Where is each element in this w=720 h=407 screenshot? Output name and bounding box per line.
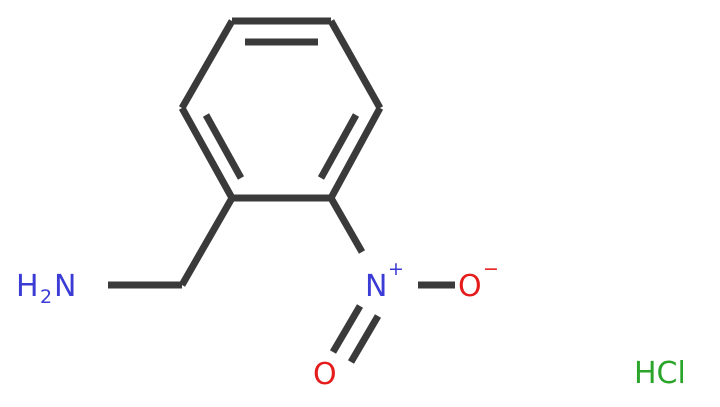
ring-inner-bond-right [317, 113, 360, 180]
amine-n-label: N [54, 269, 76, 304]
ring-bond-bottom-left [178, 106, 236, 200]
bond-ring-to-ch2 [178, 196, 236, 287]
amine-h-label: H [16, 269, 39, 304]
nitro-n-charge: + [388, 258, 404, 280]
nitro-n-label: N [365, 269, 387, 304]
ring-bond-top-right [327, 19, 384, 110]
o-double-label: O [313, 357, 337, 392]
bond-nitro-to-o-double-a [329, 304, 364, 354]
amine-label: H 2 N [16, 269, 76, 308]
ring-bond-bottom-right [327, 106, 384, 200]
nitro-oxygen-single-label: O − [458, 258, 499, 304]
ring-bond-top-left [178, 19, 236, 110]
hcl-label: HCl [634, 356, 686, 391]
o-single-charge: − [483, 258, 499, 280]
ring-inner-bond-left [202, 113, 245, 180]
benzene-ring [178, 17, 384, 202]
bond-nitro-to-o-double-b [347, 314, 382, 364]
amine-h-count: 2 [40, 286, 52, 308]
nitro-nitrogen-label: N + [365, 258, 404, 304]
bond-ring-to-nitro [327, 196, 366, 254]
o-single-label: O [458, 269, 482, 304]
